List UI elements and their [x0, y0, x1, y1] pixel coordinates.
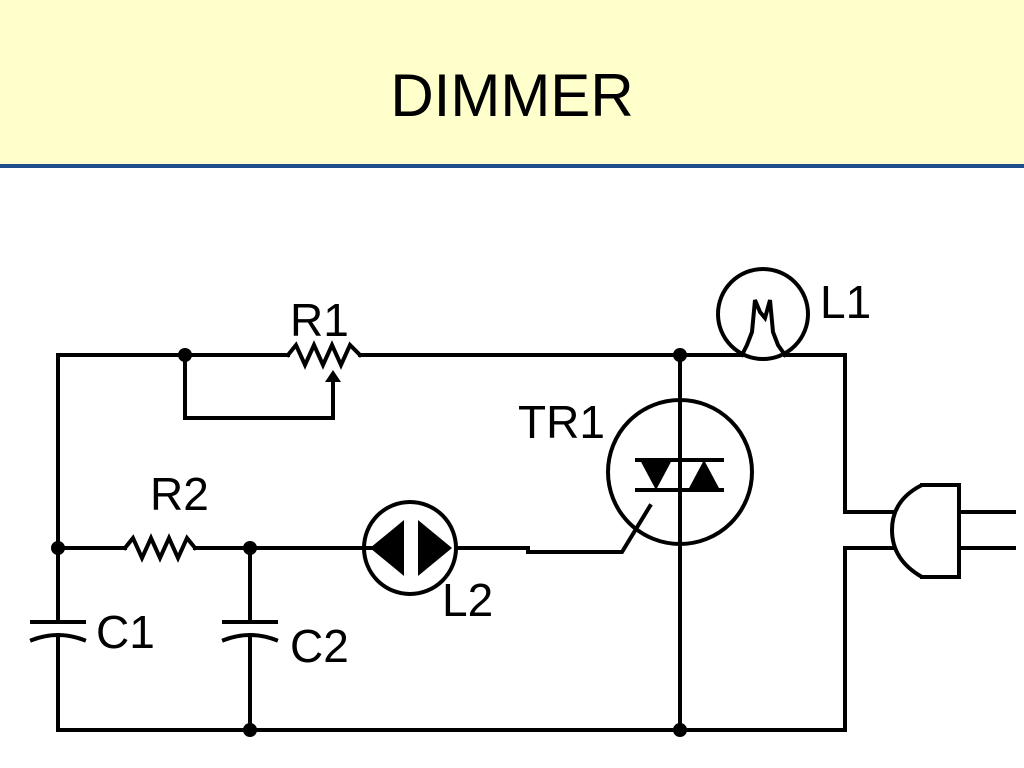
mains-plug [889, 483, 1016, 579]
label-r1: R1 [290, 294, 349, 346]
title-band: DIMMER [0, 0, 1024, 168]
label-l2: L2 [442, 574, 493, 626]
label-l1: L1 [820, 276, 871, 328]
label-c1: C1 [96, 606, 155, 658]
c1-capacitor [29, 546, 87, 643]
slide-title: DIMMER [390, 62, 634, 129]
label-c2: C2 [290, 620, 349, 672]
main-wires [56, 353, 894, 732]
r1-potentiometer [183, 340, 363, 420]
c2-capacitor [221, 546, 279, 732]
junction-dots [51, 348, 687, 737]
label-tr1: TR1 [518, 396, 605, 448]
l1-lamp [716, 267, 810, 361]
r2-resistor [56, 533, 367, 563]
label-r2: R2 [150, 468, 209, 520]
tr1-triac [606, 353, 754, 732]
l2-lamp [362, 500, 653, 596]
